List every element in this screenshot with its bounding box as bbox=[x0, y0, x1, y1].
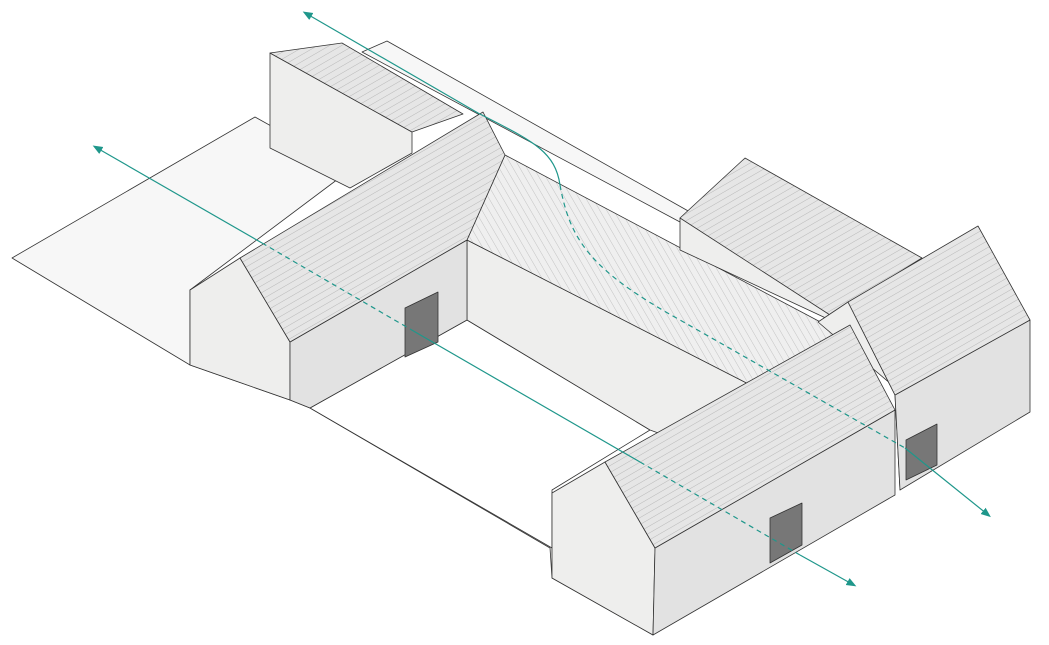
wind-arrow-2-solid-start bbox=[302, 11, 479, 114]
wind-arrow-1-solid-mid bbox=[409, 328, 641, 463]
left-wing-roof bbox=[239, 111, 506, 343]
far-right-roof bbox=[847, 225, 1031, 396]
wind-arrow-1-solid-start bbox=[92, 145, 263, 244]
wind-arrow-1-dashed-end bbox=[639, 461, 801, 556]
wind-arrow-1-dashed bbox=[261, 242, 411, 330]
door-far-right bbox=[905, 423, 938, 481]
back-building-roof bbox=[269, 42, 464, 133]
wind-arrow-1-solid-end bbox=[799, 554, 857, 587]
wind-arrow-2-dashed bbox=[559, 184, 906, 449]
wind-arrow-2-solid-end bbox=[904, 447, 991, 518]
wind-arrow-2-curve bbox=[477, 112, 561, 186]
ground-plane-left bbox=[11, 116, 351, 366]
door-front-wing bbox=[769, 502, 803, 564]
right-back-building-roof bbox=[679, 157, 923, 316]
